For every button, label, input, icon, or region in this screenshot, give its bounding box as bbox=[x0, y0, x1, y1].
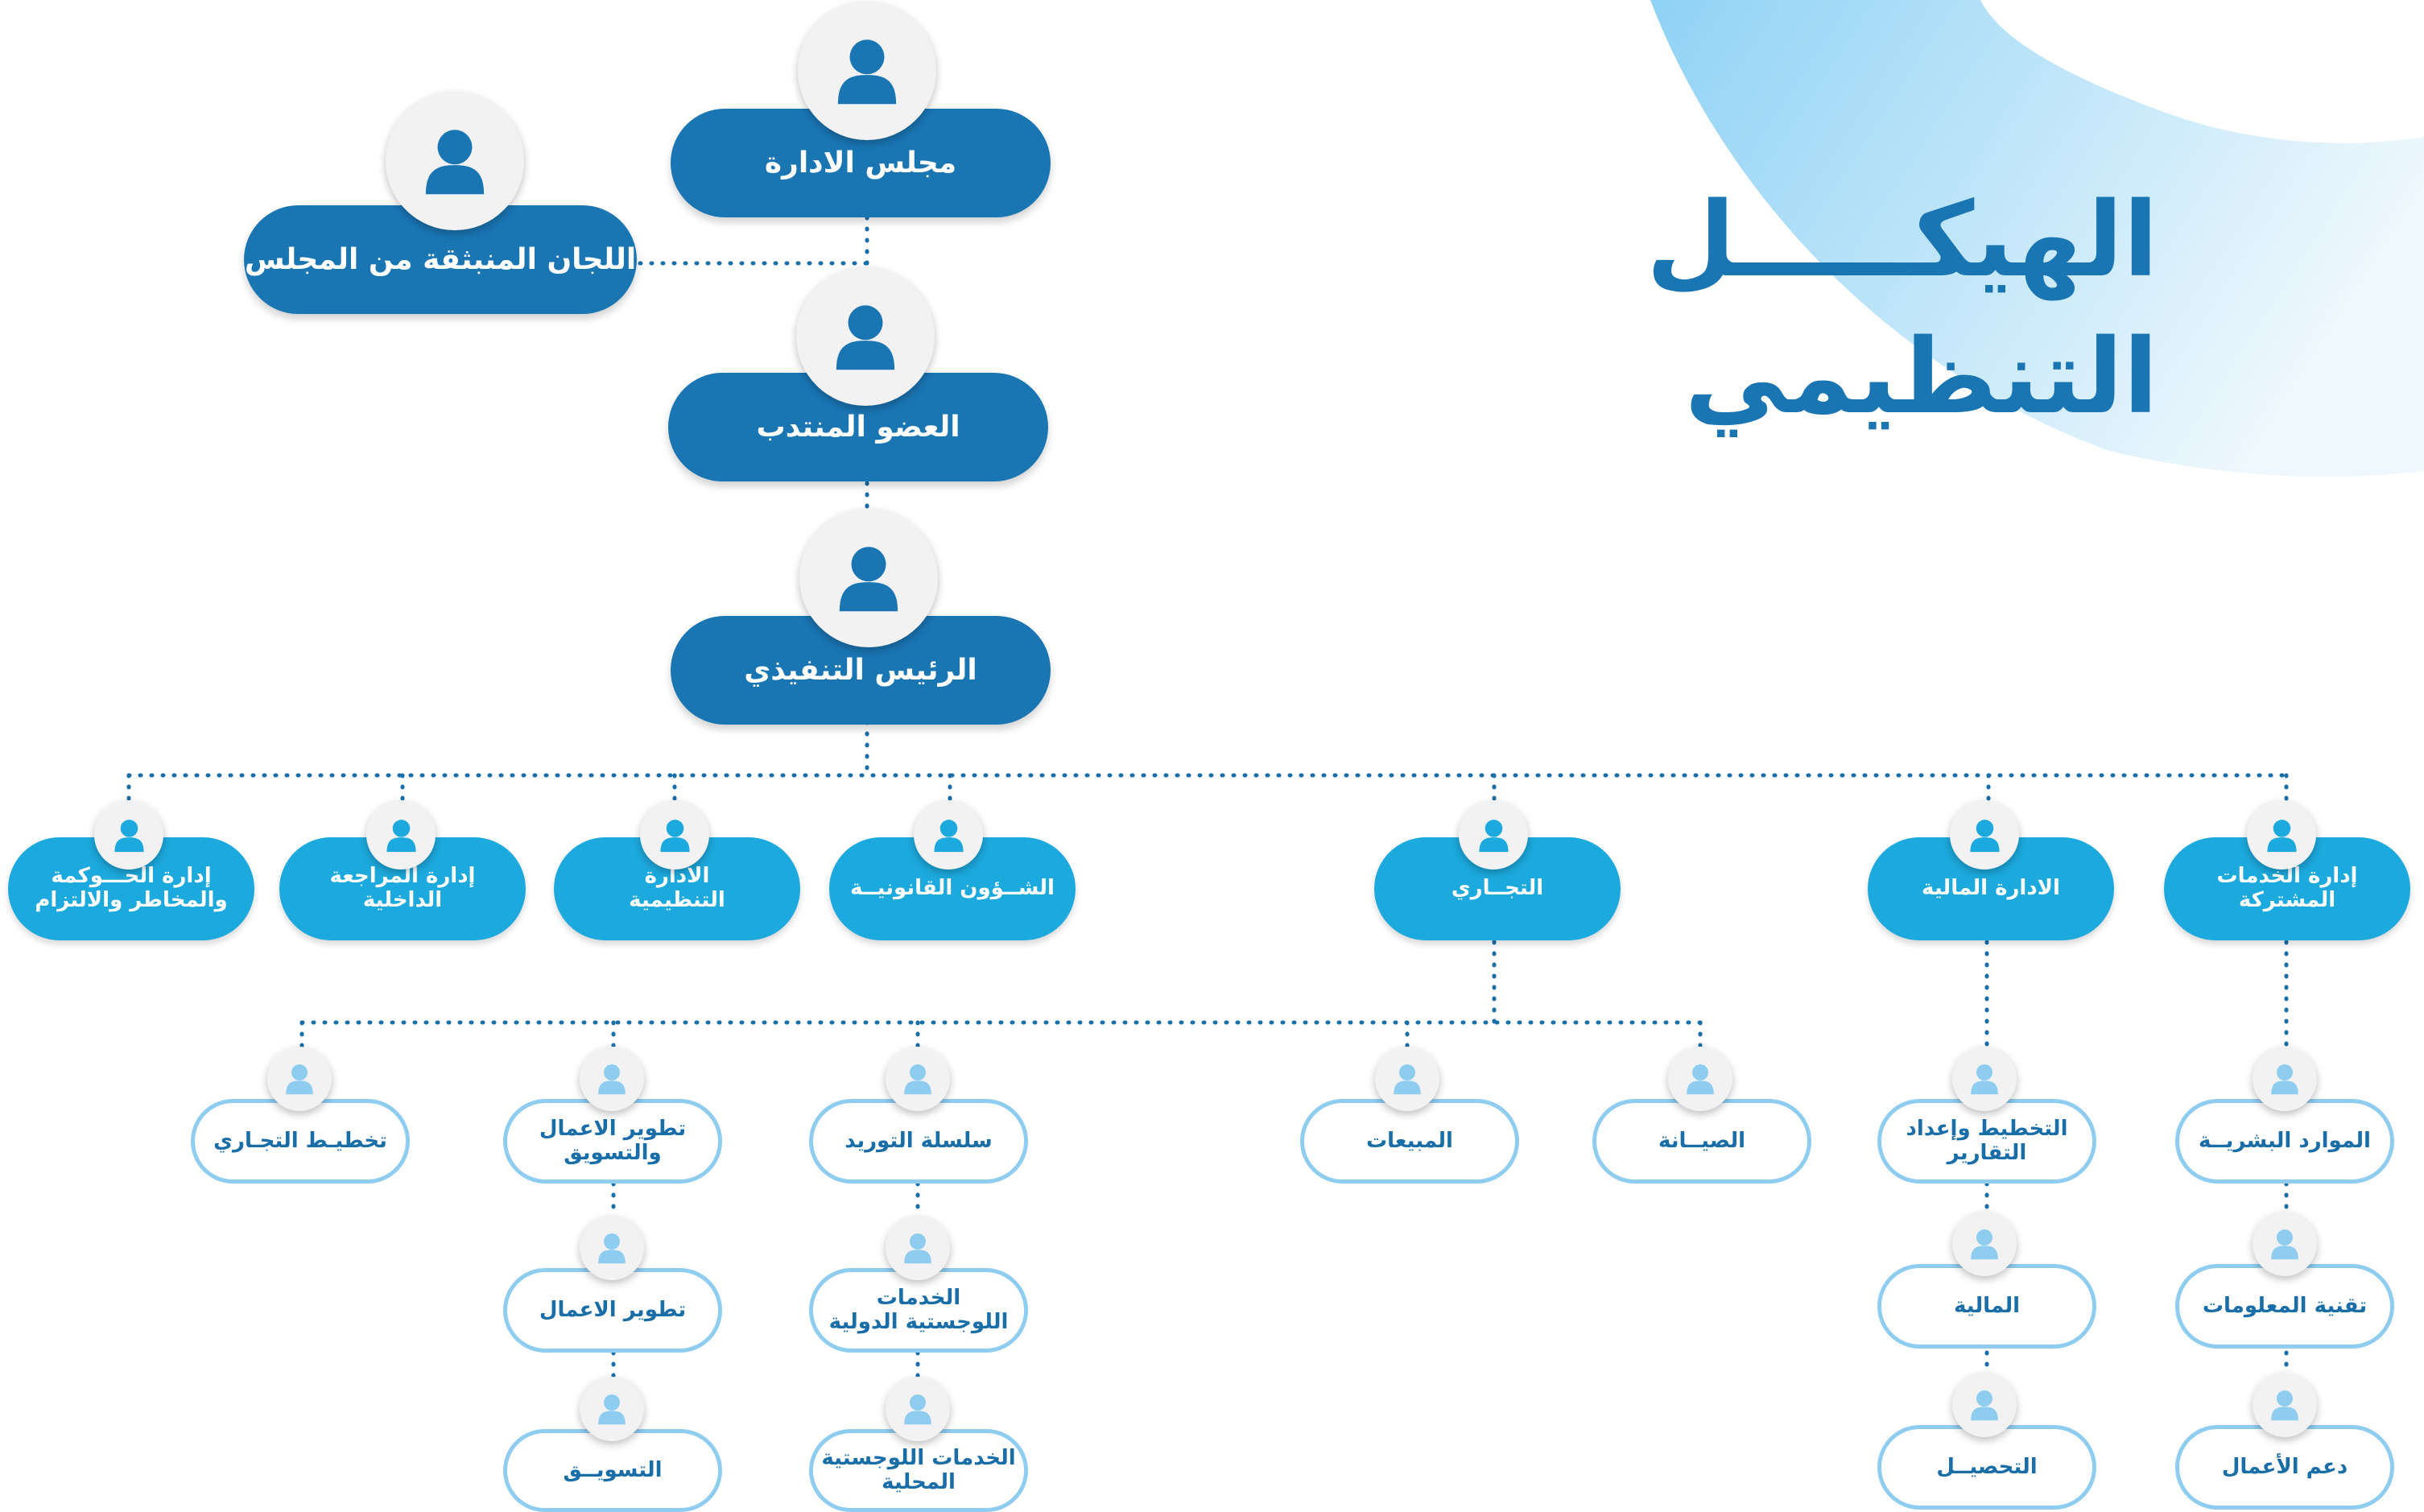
unit-collection-label: التحصيــل bbox=[1936, 1454, 2038, 1479]
connector-lines bbox=[126, 215, 2289, 1383]
unit-marketing-box: التسويــق bbox=[503, 1429, 722, 1512]
unit-local-logistics-box: الخدمات اللوجستية المحلية bbox=[809, 1429, 1028, 1512]
dept-regulatory-person-icon bbox=[640, 800, 709, 870]
dept-regulatory-box: الادارة التنظيمية bbox=[554, 837, 800, 940]
dept-governance-label: إدارة الحـــوكمة والمخاطر والالتزام bbox=[35, 864, 228, 912]
unit-local-logistics-label: الخدمات اللوجستية المحلية bbox=[821, 1445, 1016, 1494]
unit-sales-person-icon bbox=[1375, 1047, 1439, 1111]
dept-legal-person-icon bbox=[914, 800, 983, 870]
unit-it-label: تقنية المعلومات bbox=[2202, 1293, 2368, 1318]
unit-sales-box: المبيعات bbox=[1300, 1099, 1519, 1184]
committees-label: اللجان المنبثقة من المجلس bbox=[244, 242, 637, 276]
ceo-person-icon bbox=[799, 509, 938, 647]
dept-governance-person-icon bbox=[94, 800, 163, 870]
unit-collection-box: التحصيــل bbox=[1877, 1425, 2096, 1510]
committees-person-icon bbox=[386, 92, 524, 230]
unit-commercial-planning-label: تخطيـط التجـاري bbox=[213, 1128, 387, 1153]
unit-collection-person-icon bbox=[1952, 1373, 2017, 1437]
dept-commercial-person-icon bbox=[1459, 800, 1528, 870]
unit-intl-logistics-person-icon bbox=[886, 1216, 950, 1280]
dept-regulatory-label: الادارة التنظيمية bbox=[629, 864, 725, 912]
dept-commercial-label: التجــاري bbox=[1451, 876, 1544, 901]
unit-biz-dev-marketing-label: تطوير الاعمال والتسويق bbox=[539, 1116, 687, 1165]
dept-finance-person-icon bbox=[1950, 800, 2019, 870]
unit-biz-dev-label: تطوير الاعمال bbox=[539, 1297, 687, 1322]
unit-finance-label: المالية bbox=[1954, 1293, 2021, 1318]
unit-finance-box: المالية bbox=[1877, 1264, 2096, 1349]
unit-intl-logistics-label: الخدمات اللوجستية الدولية bbox=[828, 1285, 1009, 1334]
dept-shared-services-person-icon bbox=[2247, 800, 2316, 870]
unit-it-box: تقنية المعلومات bbox=[2175, 1264, 2394, 1349]
unit-planning-reporting-label: التخطيط وإعداد التقارير bbox=[1906, 1116, 2068, 1165]
unit-supply-chain-label: سلسلة التوريد bbox=[844, 1128, 993, 1153]
unit-supply-chain-person-icon bbox=[886, 1047, 950, 1111]
unit-biz-dev-box: تطوير الاعمال bbox=[503, 1268, 722, 1353]
unit-business-support-box: دعم الأعمال bbox=[2175, 1425, 2394, 1510]
dept-finance-label: الادارة المالية bbox=[1922, 876, 2060, 901]
unit-commercial-planning-person-icon bbox=[267, 1047, 332, 1111]
dept-legal-label: الشــؤون القانونيــة bbox=[850, 876, 1055, 901]
unit-maintenance-person-icon bbox=[1668, 1047, 1732, 1111]
unit-it-person-icon bbox=[2253, 1212, 2317, 1276]
unit-hr-box: الموارد البشريــة bbox=[2175, 1099, 2394, 1184]
unit-biz-dev-marketing-person-icon bbox=[580, 1047, 644, 1111]
unit-intl-logistics-box: الخدمات اللوجستية الدولية bbox=[809, 1268, 1028, 1353]
unit-marketing-person-icon bbox=[580, 1377, 644, 1441]
unit-local-logistics-person-icon bbox=[886, 1377, 950, 1441]
unit-commercial-planning-box: تخطيـط التجـاري bbox=[191, 1099, 410, 1184]
unit-business-support-label: دعم الأعمال bbox=[2221, 1454, 2348, 1479]
dept-internal-audit-box: إدارة المراجعة الداخلية bbox=[279, 837, 526, 940]
unit-maintenance-box: الصيــانة bbox=[1592, 1099, 1811, 1184]
delegate-person-icon bbox=[796, 267, 935, 406]
unit-business-support-person-icon bbox=[2253, 1373, 2317, 1437]
decorative-arc bbox=[1650, 0, 2424, 477]
diagram-title-line2: التنظيمي bbox=[1684, 317, 2158, 437]
unit-sales-label: المبيعات bbox=[1366, 1128, 1453, 1153]
board-box: مجلس الادارة bbox=[671, 109, 1051, 217]
unit-biz-dev-marketing-box: تطوير الاعمال والتسويق bbox=[503, 1099, 722, 1184]
diagram-title-line1: الهيكـــــل bbox=[1646, 180, 2158, 300]
unit-hr-label: الموارد البشريــة bbox=[2199, 1128, 2371, 1153]
unit-hr-person-icon bbox=[2253, 1047, 2317, 1111]
dept-shared-services-label: إدارة الخدمات المشتركة bbox=[2216, 864, 2358, 912]
board-label: مجلس الادارة bbox=[764, 146, 957, 180]
unit-finance-person-icon bbox=[1952, 1212, 2017, 1276]
unit-maintenance-label: الصيــانة bbox=[1658, 1128, 1745, 1153]
unit-planning-reporting-person-icon bbox=[1952, 1047, 2017, 1111]
delegate-label: العضو المنتدب bbox=[756, 410, 960, 444]
unit-supply-chain-box: سلسلة التوريد bbox=[809, 1099, 1028, 1184]
unit-planning-reporting-box: التخطيط وإعداد التقارير bbox=[1877, 1099, 2096, 1184]
dept-internal-audit-person-icon bbox=[366, 800, 436, 870]
unit-biz-dev-person-icon bbox=[580, 1216, 644, 1280]
unit-marketing-label: التسويــق bbox=[563, 1457, 663, 1482]
dept-internal-audit-label: إدارة المراجعة الداخلية bbox=[329, 864, 476, 912]
board-person-icon bbox=[798, 2, 936, 140]
ceo-label: الرئيس التنفيذي bbox=[744, 653, 977, 687]
